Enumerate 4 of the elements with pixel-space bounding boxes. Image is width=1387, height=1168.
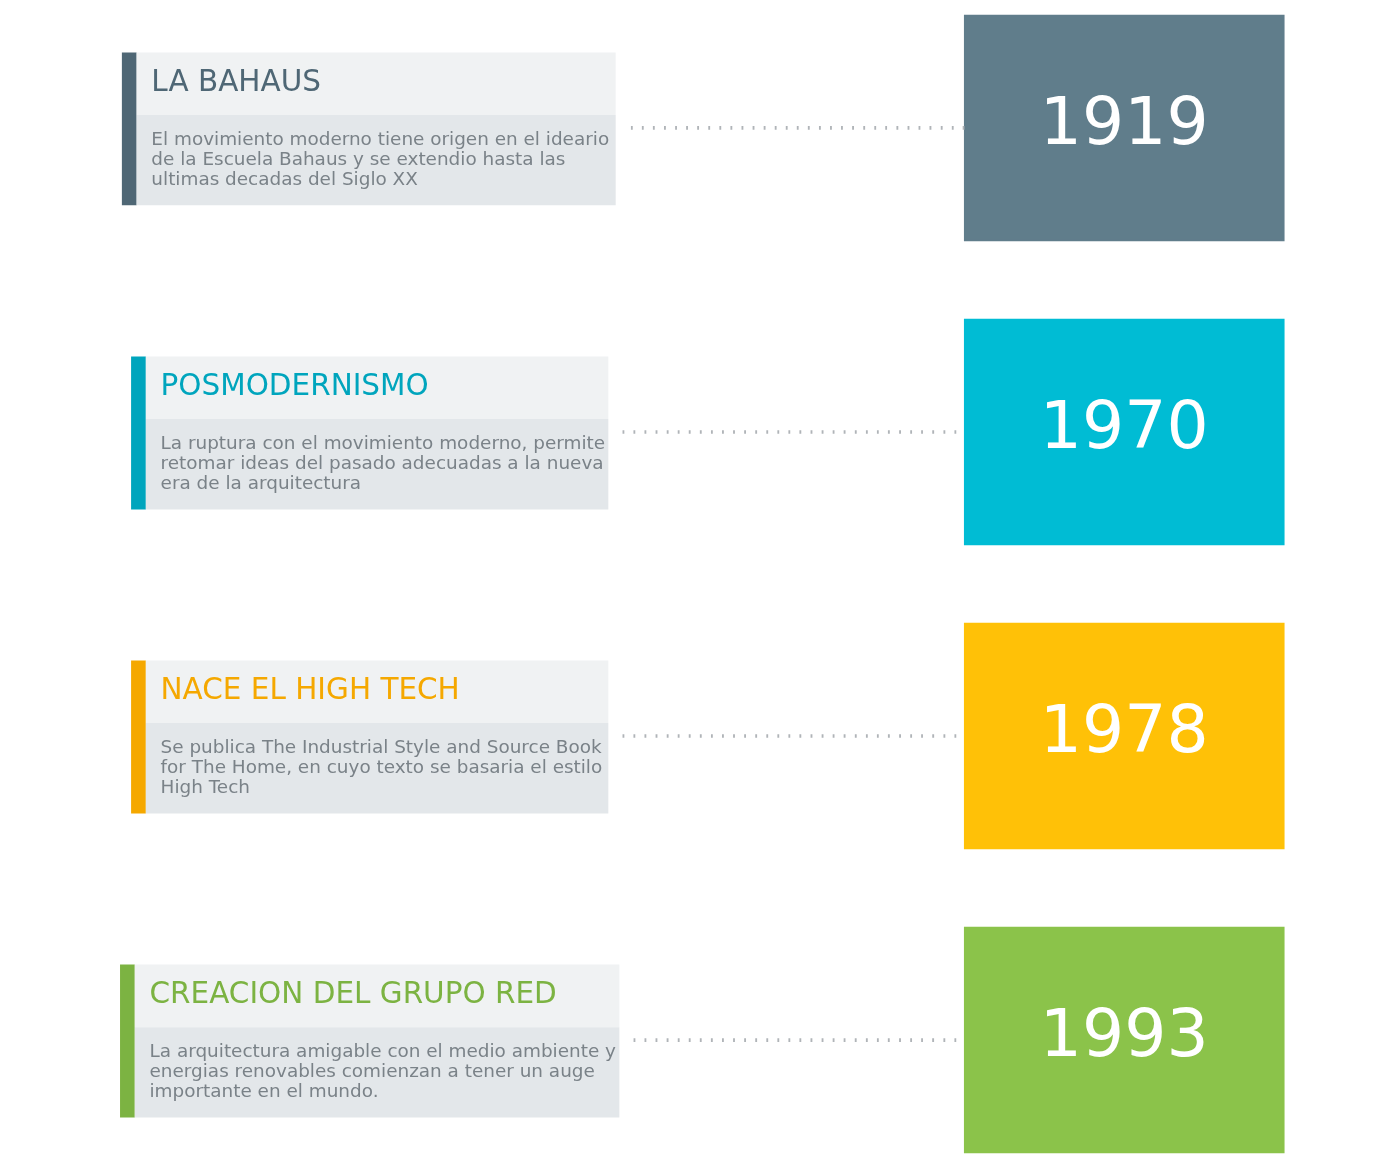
node-box: 1919: [963, 14, 1285, 242]
node-box: 1970: [963, 318, 1285, 546]
node-box: 1978: [963, 622, 1285, 850]
node-box: 1993: [963, 926, 1285, 1154]
